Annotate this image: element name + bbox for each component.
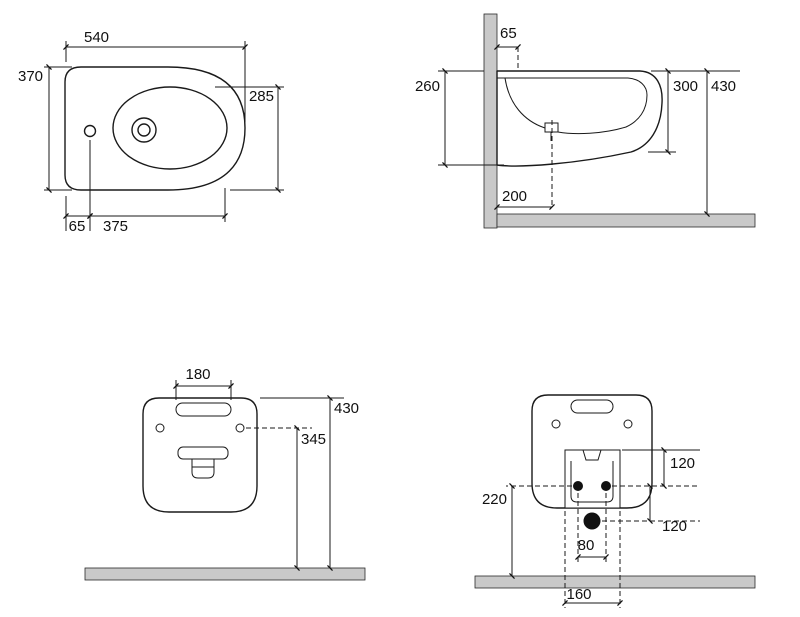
bracket-inner: [570, 461, 614, 503]
wall-section: [483, 13, 498, 229]
dim-label-basin-depth: 285: [249, 88, 274, 105]
rear-view: 120 220 120 80 160: [474, 394, 756, 608]
dim-label-bolts-to-drain: 120: [662, 518, 687, 535]
dim-label-drain-offset: 200: [502, 188, 527, 205]
front-dimension-lines: [173, 380, 344, 571]
floor-section-rear: [474, 575, 756, 589]
dim-label-bolt-spacing: 80: [578, 537, 595, 554]
dim-label-depth: 370: [18, 68, 43, 85]
floor-section-front: [84, 567, 366, 581]
dim-label-rear-height: 300: [673, 78, 698, 95]
rim-inner-line: [497, 77, 648, 135]
bidet-outline-rear: [531, 394, 653, 509]
dim-label-bracket-to-bolts: 120: [670, 455, 695, 472]
front-view: 180 430 345: [84, 366, 366, 581]
mount-hole-right-front: [235, 423, 245, 433]
rear-dimension-lines: [506, 447, 700, 608]
mount-hole-right-rear: [623, 419, 633, 429]
dim-label-slot-width: 180: [185, 366, 210, 383]
basin-inner-wall: [504, 77, 546, 129]
dim-label-fixing-height: 345: [301, 431, 326, 448]
dim-label-total-height-front: 430: [334, 400, 359, 417]
fixing-bolt-left: [573, 481, 583, 491]
dim-label-length: 540: [84, 29, 109, 46]
dim-label-fixing-offset: 65: [500, 25, 517, 42]
faucet-hole-outer: [131, 117, 157, 143]
plan-dimension-lines: [44, 41, 284, 231]
bidet-outline-plan: [64, 66, 246, 191]
mount-hole-left-rear: [551, 419, 561, 429]
side-dimension-lines: [438, 44, 740, 217]
fixing-bolt-right: [601, 481, 611, 491]
bracket-tab: [582, 449, 602, 461]
dim-label-total-height-side: 430: [711, 78, 736, 95]
fixing-bracket: [564, 449, 621, 509]
overflow-slot-rear: [570, 399, 614, 414]
faucet-hole-inner: [137, 123, 151, 137]
waste-slot: [177, 446, 229, 460]
dim-label-bolts-to-floor: 220: [482, 491, 507, 508]
plan-view: 540 370 285 65 375: [18, 29, 284, 235]
basin-rim: [112, 86, 228, 170]
bidet-outline-side: [496, 70, 663, 167]
overflow-slot-front: [175, 402, 232, 417]
dim-label-bracket-width: 160: [566, 586, 591, 603]
mount-hole-left-front: [155, 423, 165, 433]
dim-label-front-height: 260: [415, 78, 440, 95]
waste-cup: [191, 458, 215, 479]
side-view: 65 260 300 430 200: [415, 13, 756, 229]
drain-outlet: [583, 512, 601, 530]
bidet-outline-front: [142, 397, 258, 513]
floor-section-side: [496, 213, 756, 228]
dim-label-tap-span: 375: [103, 218, 128, 235]
dim-label-tap-offset: 65: [69, 218, 86, 235]
tap-hole: [83, 124, 97, 138]
